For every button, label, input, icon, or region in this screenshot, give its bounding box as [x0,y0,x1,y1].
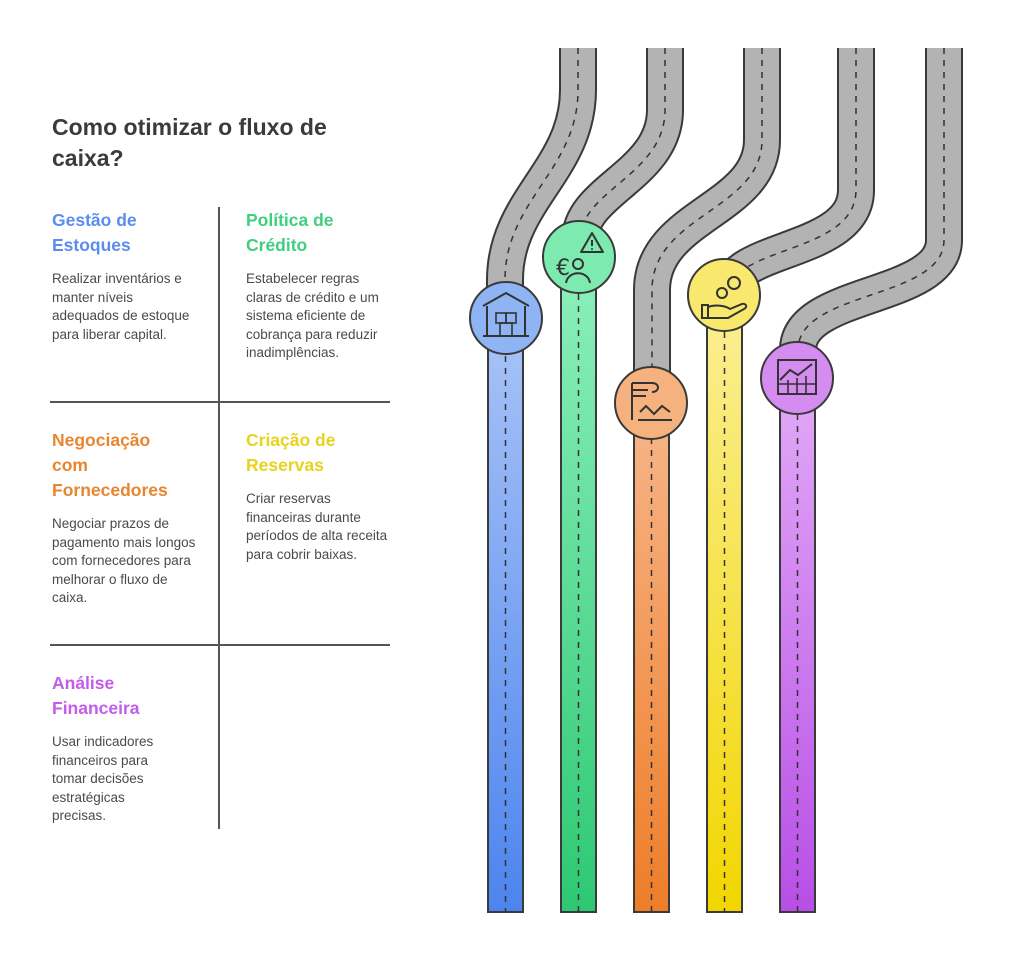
item-description: Negociar prazos de pagamento mais longos… [52,516,196,605]
item-description: Estabelecer regras claras de crédito e u… [246,271,379,360]
item-heading: Criação de Reservas [246,430,336,475]
warehouse-boxes-icon [469,281,543,355]
item-politica-credito: Política de Crédito Estabelecer regras c… [246,208,406,363]
item-description: Criar reservas financeiras durante perío… [246,491,388,562]
gray-road-3 [633,48,781,380]
divider-horizontal [50,644,390,646]
item-criacao-reservas: Criação de Reservas Criar reservas finan… [246,428,406,564]
item-gestao-estoques: Gestão de Estoques Realizar inventários … [52,208,212,344]
item-heading: Gestão de Estoques [52,210,137,255]
page-title: Como otimizar o fluxo de caixa? [52,114,327,171]
divider-horizontal [50,401,390,403]
orange-road [633,401,670,913]
yellow-road [706,295,743,913]
chart-table-icon [760,341,834,415]
gray-road-5 [779,48,963,365]
svg-text:€: € [556,256,570,281]
hand-coins-icon [687,258,761,332]
blue-road [487,319,524,913]
item-analise-financeira: Análise Financeira Usar indicadores fina… [52,671,212,826]
item-heading: Negociação com Fornecedores [52,430,168,500]
divider-vertical [218,207,220,829]
item-description: Usar indicadores financeiros para tomar … [52,734,154,823]
green-road [560,257,597,913]
contract-handshake-icon [614,366,688,440]
item-heading: Análise Financeira [52,673,140,718]
euro-person-warning-icon: € [542,220,616,294]
item-heading: Política de Crédito [246,210,334,255]
gray-road-1 [486,48,597,300]
purple-road [779,377,816,913]
item-negociacao-fornecedores: Negociação com Fornecedores Negociar pra… [52,428,212,608]
item-description: Realizar inventários e manter níveis ade… [52,271,190,342]
